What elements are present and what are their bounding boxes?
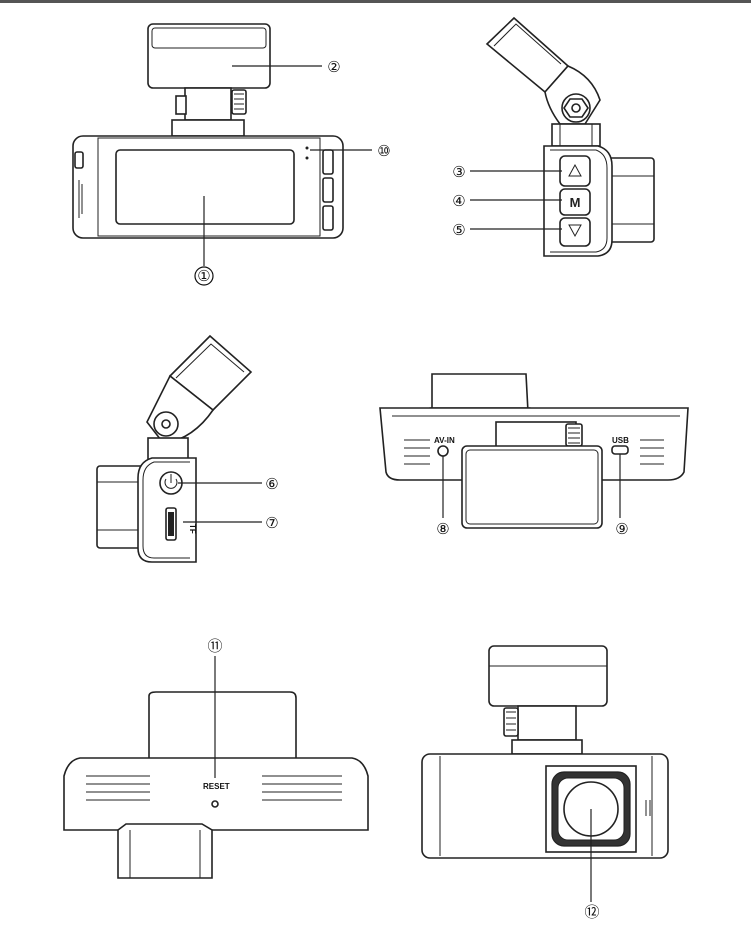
callout-8: ⑧ [436,520,449,538]
down-button [559,217,591,247]
tf-label: TF [188,524,197,534]
svg-text:⑧: ⑧ [436,520,449,538]
callout-5: ⑤ [452,221,465,239]
menu-button [559,188,591,216]
triangle-down-icon [568,224,582,238]
top-ports-view [379,373,689,529]
callout-3: ③ [452,163,465,181]
up-button [559,155,591,187]
svg-text:⑩: ⑩ [377,142,390,160]
reset-hole [211,800,219,808]
callout-9: ⑨ [615,520,628,538]
power-icon [164,474,178,489]
side-power-view [96,334,262,563]
top-border [0,0,751,3]
usb-port [611,445,629,455]
callout-7: ⑦ [265,514,278,532]
callout-6: ⑥ [265,475,278,493]
svg-text:①: ① [197,267,210,285]
svg-text:⑪: ⑪ [207,637,222,655]
rear-lens-view [421,645,669,902]
svg-text:⑨: ⑨ [615,520,628,538]
usb-label: USB [612,436,629,445]
front-view [72,23,372,266]
svg-text:④: ④ [452,192,465,210]
callout-12: ⑫ [584,903,599,921]
svg-text:②: ② [327,58,340,76]
svg-text:③: ③ [452,163,465,181]
callout-11: ⑪ [207,637,222,655]
callout-10: ⑩ [377,142,390,160]
svg-text:⑥: ⑥ [265,475,278,493]
bottom-reset-view [63,656,369,879]
callout-1: ① [194,266,214,286]
av-in-port [437,445,449,457]
triangle-up-icon [568,163,582,177]
menu-button-label: M [570,195,581,210]
svg-text:⑤: ⑤ [452,221,465,239]
svg-text:⑫: ⑫ [584,903,599,921]
av-in-label: AV-IN [434,436,455,445]
side-buttons-view [470,16,655,257]
reset-label: RESET [203,782,230,791]
callout-2: ② [327,58,340,76]
callout-4: ④ [452,192,465,210]
svg-text:⑦: ⑦ [265,514,278,532]
